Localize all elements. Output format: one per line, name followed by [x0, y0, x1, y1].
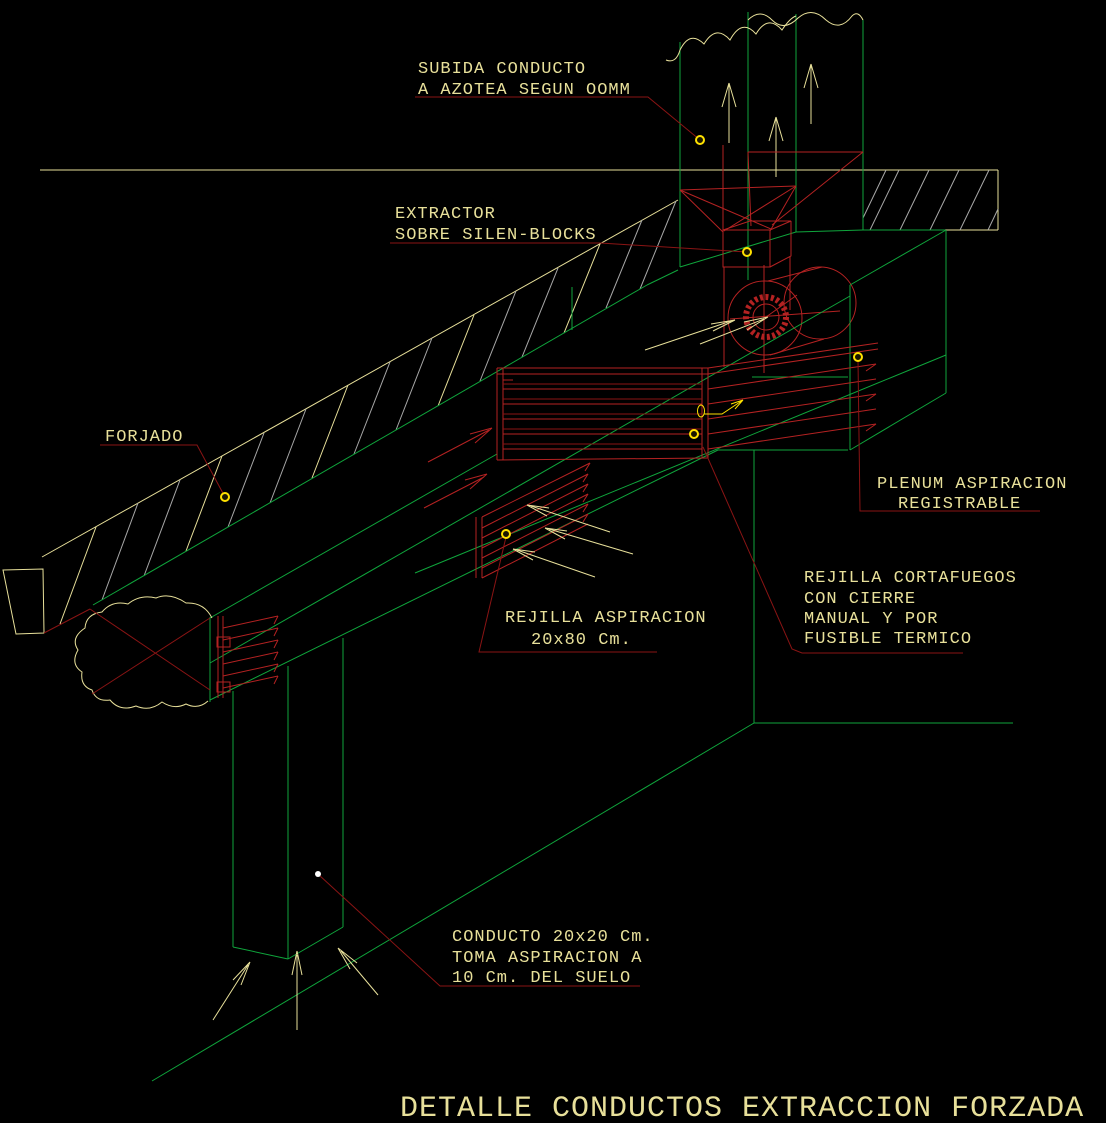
label-plenum-line1: PLENUM ASPIRACION	[877, 475, 1067, 494]
label-extractor-line1: EXTRACTOR	[395, 205, 496, 224]
grip-conducto[interactable]	[315, 871, 321, 877]
annotations: SUBIDA CONDUCTO A AZOTEA SEGUN OOMM EXTR…	[105, 60, 1084, 1123]
label-plenum-line2: REGISTRABLE	[898, 495, 1021, 514]
label-rejilla-cortafuegos-line4: FUSIBLE TERMICO	[804, 630, 972, 649]
plenum-box	[753, 229, 1013, 724]
label-forjado: FORJADO	[105, 428, 183, 447]
drawing-title: DETALLE CONDUCTOS EXTRACCION FORZADA	[400, 1092, 1084, 1123]
label-rejilla-aspiracion-line2: 20x80 Cm.	[531, 631, 632, 650]
break-cloud-top-front	[665, 15, 797, 62]
label-rejilla-cortafuegos-line1: REJILLA CORTAFUEGOS	[804, 569, 1017, 588]
break-cloud-top-back	[747, 12, 864, 26]
grip-subida[interactable]	[695, 135, 705, 145]
grip-plenum[interactable]	[853, 352, 863, 362]
label-conducto-line2: TOMA ASPIRACION A	[452, 949, 642, 968]
fire-damper-grille	[496, 342, 879, 461]
label-subida-line1: SUBIDA CONDUCTO	[418, 60, 586, 79]
label-conducto-line1: CONDUCTO 20x20 Cm.	[452, 928, 654, 947]
wall-block-hatched	[862, 169, 999, 231]
grip-cortafuegos[interactable]	[689, 429, 699, 439]
floor-intake-duct	[232, 638, 344, 960]
entity-grips[interactable]	[220, 135, 863, 877]
fan-intake-arrows	[644, 316, 769, 351]
duct-end-grille	[216, 615, 279, 698]
label-rejilla-aspiracion-line1: REJILLA ASPIRACION	[505, 609, 707, 628]
silen-blocks-base	[722, 229, 771, 268]
grip-forjado[interactable]	[220, 492, 230, 502]
riser-flow-arrows	[721, 63, 819, 177]
fan-toothed-ring	[743, 294, 789, 340]
floor-line	[151, 722, 755, 1082]
label-rejilla-cortafuegos-line2: CON CIERRE	[804, 590, 916, 609]
label-subida-line2: A AZOTEA SEGUN OOMM	[418, 81, 631, 100]
floor-intake-arrows	[212, 947, 379, 1030]
forjado-beam	[2, 199, 679, 635]
duct-flow-arrows-red	[423, 427, 493, 509]
extractor-fan	[727, 266, 857, 356]
break-cloud-duct-end	[74, 595, 213, 709]
label-conducto-line3: 10 Cm. DEL SUELO	[452, 969, 631, 988]
leader-lines	[100, 96, 1040, 987]
main-duct	[74, 269, 947, 709]
label-extractor-line2: SOBRE SILEN-BLOCKS	[395, 226, 597, 245]
riser-duct	[665, 12, 864, 280]
intake-grille-20x80	[475, 462, 591, 579]
grip-aspiracion[interactable]	[501, 529, 511, 539]
grille-intake-arrows	[512, 504, 634, 578]
label-rejilla-cortafuegos-line3: MANUAL Y POR	[804, 610, 938, 629]
grille-flag-marker[interactable]	[697, 399, 744, 418]
grip-extractor[interactable]	[742, 247, 752, 257]
